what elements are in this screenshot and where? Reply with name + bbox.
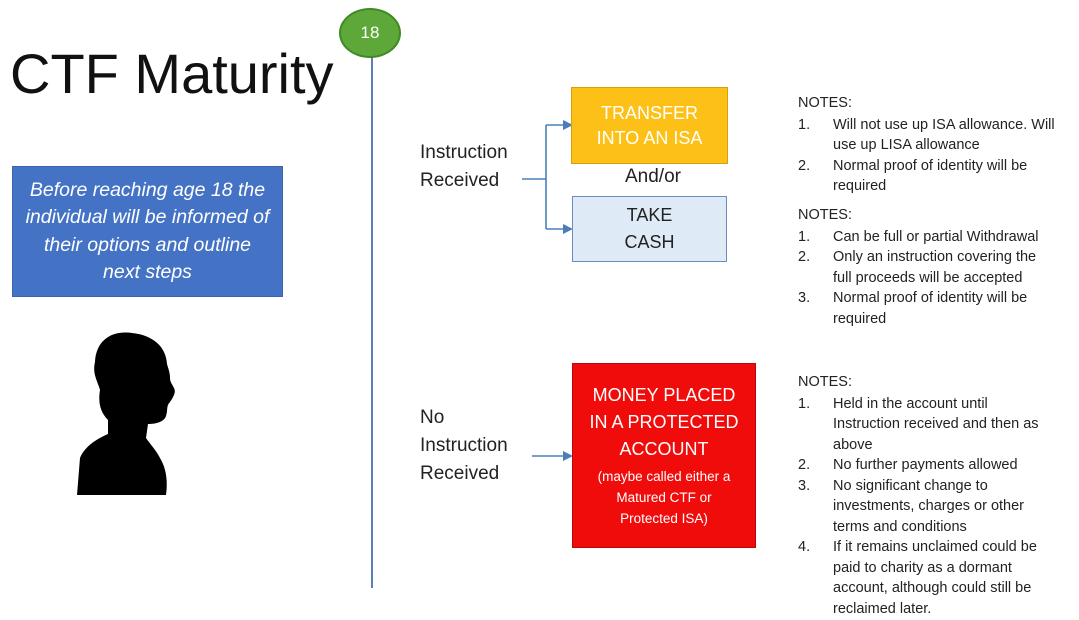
notes-item-line: If it remains unclaimed could be — [833, 539, 1037, 555]
notes-item-line: Will not use up ISA allowance. Will — [833, 116, 1055, 133]
notes-item-line: account, although could still be — [833, 580, 1032, 596]
notes-item-line: full proceeds will be accepted — [833, 269, 1023, 286]
notes-item-text: Will not use up ISA allowance. Will use u… — [833, 115, 1073, 156]
notes-item-number: 1. — [798, 228, 811, 245]
notes-item-text: No significant change to investments, cha… — [833, 476, 1073, 538]
notes-item-line: Normal proof of identity will be — [833, 157, 1028, 174]
instruction-received-label: Instruction Received — [420, 139, 508, 195]
notes-item-number: 2. — [798, 249, 811, 265]
notes-item-line: terms and conditions — [833, 518, 967, 535]
notes-item-line: No further payments allowed — [833, 457, 1018, 473]
page-title: CTF Maturity — [10, 42, 334, 105]
notes-item-line: above — [833, 436, 873, 453]
notes-item: 4. If it remains unclaimed could be paid t… — [798, 537, 1073, 619]
notes-list: 1. Will not use up ISA allowance. Will use… — [798, 115, 1073, 197]
notes-item-text: Can be full or partial Withdrawal — [833, 227, 1073, 248]
protected-sub-text: (maybe called either a Matured CTF or Pr… — [598, 466, 731, 529]
notes-item-text: No further payments allowed — [833, 455, 1073, 476]
transfer-isa-box: TRANSFER INTO AN ISA — [571, 87, 728, 164]
info-box-text: Before reaching age 18 the individual wi… — [25, 178, 270, 284]
notes-item-line: paid to charity as a dormant — [833, 559, 1012, 576]
protected-main-line-2: IN A PROTECTED — [589, 412, 739, 432]
notes-item: 2. No further payments allowed — [798, 455, 1073, 476]
protected-main-line-1: MONEY PLACED — [592, 385, 736, 405]
age-badge: 18 — [339, 8, 401, 58]
notes-item: 2. Only an instruction covering the full p… — [798, 247, 1073, 288]
no-instruction-line-2: Instruction — [420, 435, 508, 456]
notes-item: 3. Normal proof of identity will be requir… — [798, 288, 1073, 329]
notes-item: 2. Normal proof of identity will be requir… — [798, 156, 1073, 197]
notes-item-line: investments, charges or other — [833, 498, 1025, 514]
take-cash-box: TAKE CASH — [572, 196, 727, 262]
notes-heading: NOTES: — [798, 95, 852, 111]
notes-heading: NOTES: — [798, 207, 852, 223]
protected-sub-line-1: (maybe called either a — [597, 469, 731, 484]
notes-item-line: reclaimed later. — [833, 600, 932, 617]
notes-heading: NOTES: — [798, 374, 852, 390]
notes-item: 1. Can be full or partial Withdrawal — [798, 227, 1073, 248]
branch-connector — [522, 120, 573, 461]
notes-cash: NOTES: 1. Can be full or partial Withdrawa… — [798, 205, 1073, 329]
notes-item-line: Held in the account until — [833, 395, 988, 412]
notes-item-number: 2. — [798, 457, 811, 473]
notes-list: 1. Can be full or partial Withdrawal 2. Onl… — [798, 227, 1073, 330]
timeline-line — [371, 56, 373, 588]
and-or-label: And/or — [625, 166, 681, 187]
no-instruction-line-3: Received — [420, 463, 500, 484]
protected-main-line-3: ACCOUNT — [619, 439, 709, 459]
person-silhouette-icon — [77, 332, 175, 495]
no-instruction-line-1: No — [420, 407, 445, 428]
notes-item-line: use up LISA allowance — [833, 137, 980, 153]
protected-sub-line-3: Protected ISA) — [620, 511, 708, 526]
notes-item-line: Can be full or partial Withdrawal — [833, 228, 1039, 245]
notes-item-text: Normal proof of identity will be required — [833, 156, 1073, 197]
notes-item-number: 4. — [798, 539, 811, 555]
instruction-received-line-1: Instruction — [420, 142, 508, 163]
cash-line-1: TAKE — [626, 205, 673, 225]
notes-item-text: Only an instruction covering the full pro… — [833, 247, 1073, 288]
notes-item-number: 3. — [798, 290, 811, 306]
notes-item-number: 3. — [798, 477, 811, 494]
notes-item-line: Only an instruction covering the — [833, 249, 1037, 265]
info-box: Before reaching age 18 the individual wi… — [12, 166, 283, 297]
transfer-line-1: TRANSFER — [600, 102, 698, 123]
protected-sub-line-2: Matured CTF or — [616, 490, 712, 505]
instruction-received-line-2: Received — [420, 170, 500, 191]
notes-item-line: No significant change to — [833, 477, 988, 494]
notes-item-text: Normal proof of identity will be required — [833, 288, 1073, 329]
notes-item-line: required — [833, 310, 887, 327]
cash-line-2: CASH — [624, 232, 675, 252]
notes-item-number: 1. — [798, 116, 811, 133]
notes-item-line: required — [833, 178, 887, 194]
notes-item: 1. Will not use up ISA allowance. Will use… — [798, 115, 1073, 156]
notes-item-number: 2. — [798, 157, 811, 174]
notes-item-number: 1. — [798, 395, 811, 412]
protected-account-box: MONEY PLACED IN A PROTECTED ACCOUNT (may… — [572, 363, 756, 548]
no-instruction-received-label: No Instruction Received — [420, 404, 508, 488]
notes-item-line: Instruction received and then as — [833, 416, 1039, 432]
notes-item-line: Normal proof of identity will be — [833, 290, 1028, 306]
notes-item: 3. No significant change to investments, c… — [798, 476, 1073, 538]
transfer-line-2: INTO AN ISA — [596, 127, 703, 148]
notes-transfer: NOTES: 1. Will not use up ISA allowance. W… — [798, 93, 1073, 197]
notes-item-text: If it remains unclaimed could be paid to … — [833, 537, 1073, 619]
